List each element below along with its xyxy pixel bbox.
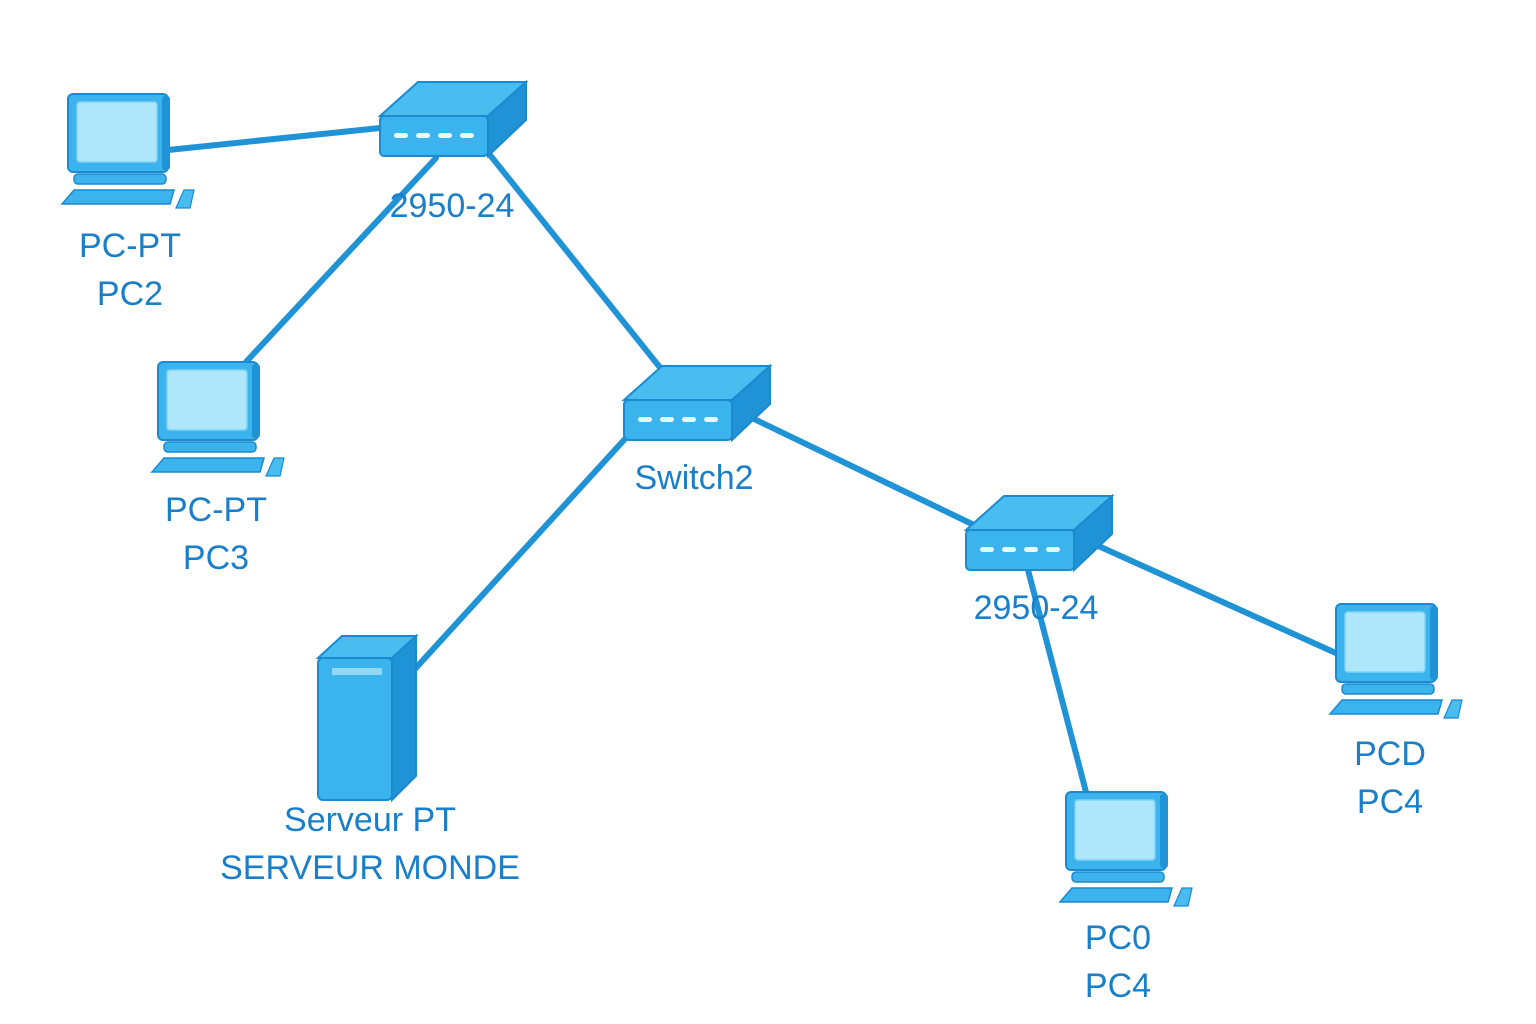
server-tower-icon bbox=[317, 635, 417, 801]
nodes-layer bbox=[61, 81, 1463, 907]
link-sw1-sw2[interactable] bbox=[483, 147, 665, 373]
switch-icon bbox=[623, 365, 771, 441]
desktop-computer-icon bbox=[151, 361, 285, 477]
device-pc0[interactable] bbox=[1059, 791, 1193, 907]
device-model: Switch2 bbox=[634, 459, 754, 497]
desktop-computer-icon bbox=[1329, 603, 1463, 719]
device-label-pcd: PCD PC4 bbox=[1354, 730, 1426, 826]
device-model: PC-PT bbox=[165, 491, 267, 529]
device-name: PC4 bbox=[1356, 783, 1424, 821]
device-name: PC4 bbox=[1084, 967, 1152, 1005]
link-pc3-sw1[interactable] bbox=[243, 155, 439, 365]
device-label-sw3: 2950-24 bbox=[974, 584, 1099, 632]
link-pc2-sw1[interactable] bbox=[165, 125, 383, 153]
device-model: PCD bbox=[1354, 735, 1426, 773]
device-label-server: Serveur PT SERVEUR MONDE bbox=[220, 796, 520, 892]
device-label-sw2: Switch2 bbox=[634, 454, 753, 502]
link-sw3-pcd[interactable] bbox=[1091, 541, 1341, 657]
device-name: SERVEUR MONDE bbox=[220, 849, 520, 887]
device-pc3[interactable] bbox=[151, 361, 285, 477]
device-model: Serveur PT bbox=[284, 801, 456, 839]
switch-icon bbox=[965, 495, 1113, 571]
device-model: 2950-24 bbox=[973, 589, 1099, 627]
device-model: PC0 bbox=[1084, 919, 1152, 957]
link-server-sw2[interactable] bbox=[411, 437, 627, 673]
device-name: PC2 bbox=[96, 275, 164, 313]
desktop-computer-icon bbox=[1059, 791, 1193, 907]
device-sw3[interactable] bbox=[965, 495, 1113, 571]
device-sw2[interactable] bbox=[623, 365, 771, 441]
links-layer bbox=[165, 125, 1341, 795]
device-name: PC3 bbox=[182, 539, 250, 577]
link-sw3-pc0[interactable] bbox=[1025, 567, 1089, 795]
device-server[interactable] bbox=[317, 635, 417, 801]
device-sw1[interactable] bbox=[379, 81, 527, 157]
device-label-sw1: 2950-24 bbox=[390, 182, 515, 230]
device-model: 2950-24 bbox=[389, 187, 515, 225]
switch-icon bbox=[379, 81, 527, 157]
device-label-pc2: PC-PT PC2 bbox=[79, 222, 181, 318]
link-sw2-sw3[interactable] bbox=[749, 415, 975, 527]
device-pcd[interactable] bbox=[1329, 603, 1463, 719]
device-model: PC-PT bbox=[79, 227, 181, 265]
device-label-pc3: PC-PT PC3 bbox=[165, 486, 267, 582]
